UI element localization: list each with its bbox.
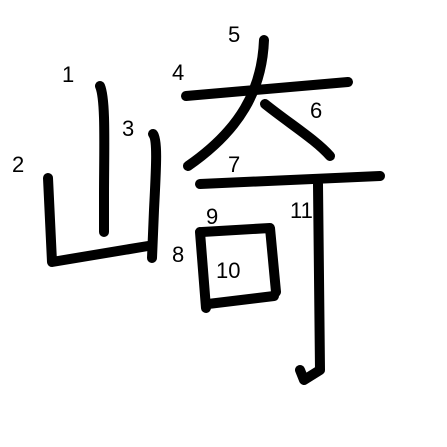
stroke-label-6: 6 [310,98,322,123]
stroke-label-1: 1 [62,62,74,87]
stroke-label-2: 2 [12,152,24,177]
stroke-9 [197,223,281,297]
stroke-6 [260,99,335,161]
stroke-3 [147,129,162,263]
stroke-4 [181,77,353,101]
character-strokes [43,35,385,385]
stroke-2 [43,173,153,267]
stroke-order-labels: 1 2 3 4 5 6 7 8 9 10 11 [12,22,322,283]
stroke-5 [183,35,269,171]
stroke-label-9: 9 [206,204,218,229]
stroke-label-4: 4 [172,60,184,85]
stroke-label-11: 11 [290,198,313,223]
stroke-10 [203,291,279,309]
stroke-11 [295,179,325,385]
stroke-label-3: 3 [122,116,134,141]
stroke-label-7: 7 [228,152,240,177]
stroke-8 [195,227,211,313]
stroke-1 [95,81,110,237]
stroke-label-10: 10 [216,258,240,283]
stroke-label-8: 8 [172,242,184,267]
stroke-7 [195,171,385,189]
stroke-label-5: 5 [228,22,240,47]
